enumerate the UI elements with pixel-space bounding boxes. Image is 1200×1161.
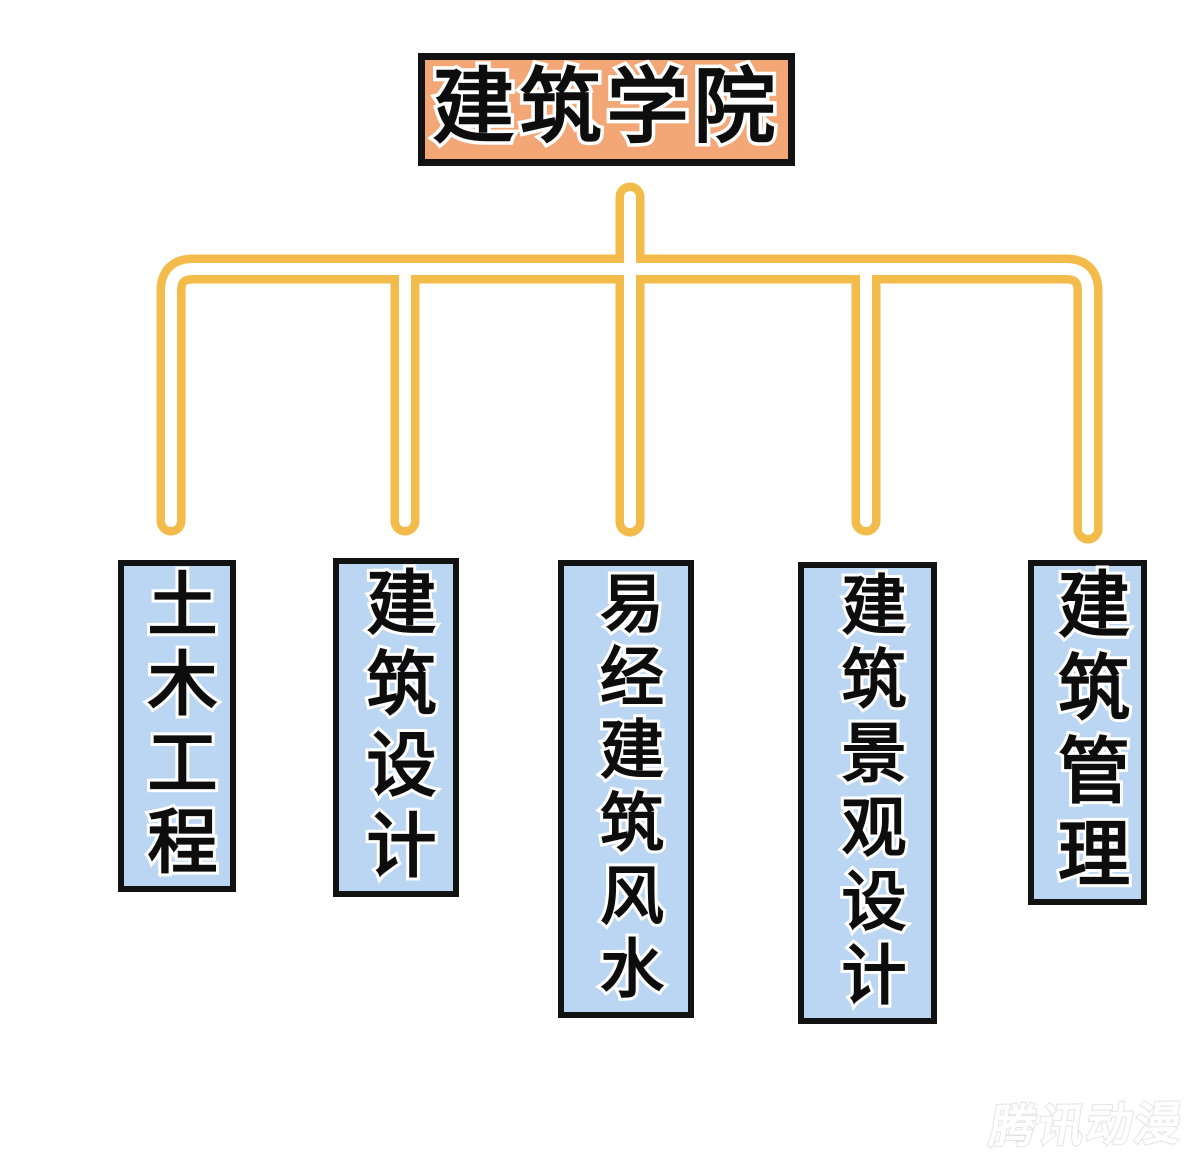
dept-node-architectural-design: 建筑设计 — [333, 558, 459, 897]
dept-node-yijing-architecture-fengshui: 易经建筑风水 — [558, 560, 694, 1018]
dept-node-label: 建筑管理 — [1043, 564, 1133, 902]
root-node-architecture-college: 建筑学院 — [418, 53, 795, 166]
dept-node-label: 建筑景观设计 — [827, 568, 908, 1018]
dept-node-landscape-design: 建筑景观设计 — [798, 562, 937, 1024]
dept-node-label: 建筑设计 — [352, 563, 440, 893]
dept-node-label: 土木工程 — [133, 565, 221, 887]
tencent-comics-watermark: 腾讯动漫 — [985, 1095, 1188, 1154]
root-node-label: 建筑学院 — [429, 59, 781, 155]
dept-node-label: 易经建筑风水 — [586, 567, 666, 1011]
dept-node-construction-management: 建筑管理 — [1028, 560, 1147, 905]
connector-core — [165, 191, 1094, 535]
dept-node-civil-engineering: 土木工程 — [118, 560, 236, 892]
